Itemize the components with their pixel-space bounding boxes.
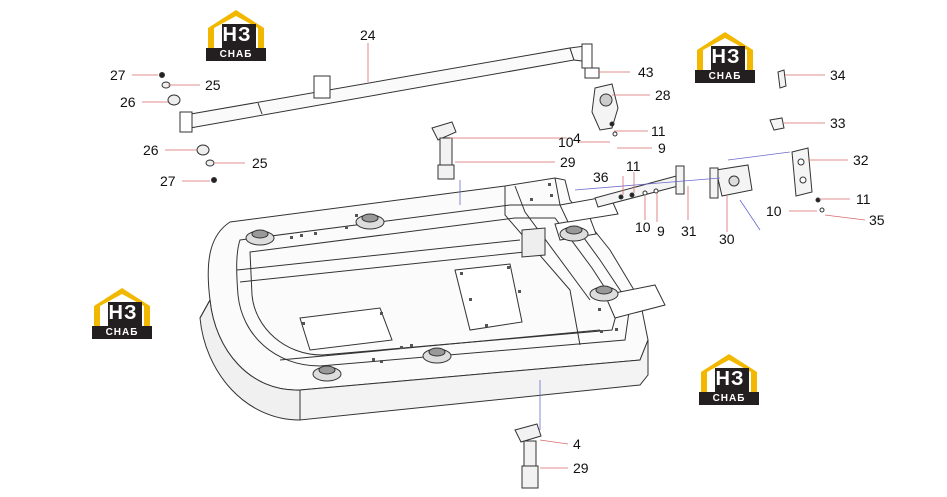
callout-30: 30: [719, 231, 735, 247]
brand-logo: НЗ СНАБ: [697, 352, 761, 405]
callout-9: 9: [657, 223, 665, 239]
logo-subtext: СНАБ: [695, 70, 755, 83]
brand-logo: НЗ СНАБ: [90, 286, 154, 339]
callout-43: 43: [638, 64, 654, 80]
callout-4: 4: [573, 130, 581, 146]
callout-27: 27: [160, 173, 176, 189]
logo-house-icon: [94, 288, 150, 330]
bolt-holes: [290, 183, 618, 363]
callout-4: 4: [573, 436, 581, 452]
strut-left-hardware: [159, 72, 217, 183]
callout-28: 28: [655, 87, 671, 103]
logo-house-icon: [697, 32, 753, 74]
logo-house-icon: [701, 354, 757, 396]
callout-11: 11: [651, 123, 666, 139]
callout-35: 35: [869, 212, 885, 228]
logo-subtext: СНАБ: [699, 392, 759, 405]
callout-11: 11: [626, 158, 641, 174]
latch-plate: [769, 69, 825, 213]
logo-subtext: СНАБ: [206, 48, 266, 61]
callout-27: 27: [110, 67, 126, 83]
logo-text: НЗ: [715, 368, 745, 390]
callout-34: 34: [830, 67, 846, 83]
callout-29: 29: [560, 154, 576, 170]
callout-26: 26: [143, 142, 159, 158]
pivot-pin-bottom: [514, 423, 542, 489]
callout-32: 32: [853, 152, 869, 168]
callout-31: 31: [681, 223, 697, 239]
callout-10: 10: [766, 203, 782, 219]
strut-bracket-assembly: [584, 67, 619, 137]
callout-11: 11: [856, 191, 871, 207]
brand-logo: НЗ СНАБ: [204, 8, 268, 61]
brand-logo: НЗ СНАБ: [693, 30, 757, 83]
callout-10: 10: [635, 219, 651, 235]
logo-text: НЗ: [222, 24, 252, 46]
callout-25: 25: [205, 77, 221, 93]
callout-10: 10: [558, 134, 574, 150]
callout-36: 36: [593, 169, 609, 185]
leader-lines: [132, 43, 866, 469]
logo-text: НЗ: [108, 302, 138, 324]
logo-text: НЗ: [711, 46, 741, 68]
callout-26: 26: [120, 94, 136, 110]
callout-29: 29: [573, 460, 589, 476]
callout-labels: 24 27 25 26 26 25 27 43 28 11 10 9 4 29 …: [110, 27, 885, 476]
assembly-axis-lines: [459, 151, 791, 430]
pivot-pin-top: [431, 121, 457, 180]
logo-subtext: СНАБ: [92, 326, 152, 339]
rubber-mounts: [245, 213, 619, 382]
callout-33: 33: [830, 115, 846, 131]
logo-house-icon: [208, 10, 264, 52]
callout-25: 25: [252, 155, 268, 171]
callout-9: 9: [658, 140, 666, 156]
callout-24: 24: [360, 27, 376, 43]
gas-strut: [179, 43, 593, 133]
